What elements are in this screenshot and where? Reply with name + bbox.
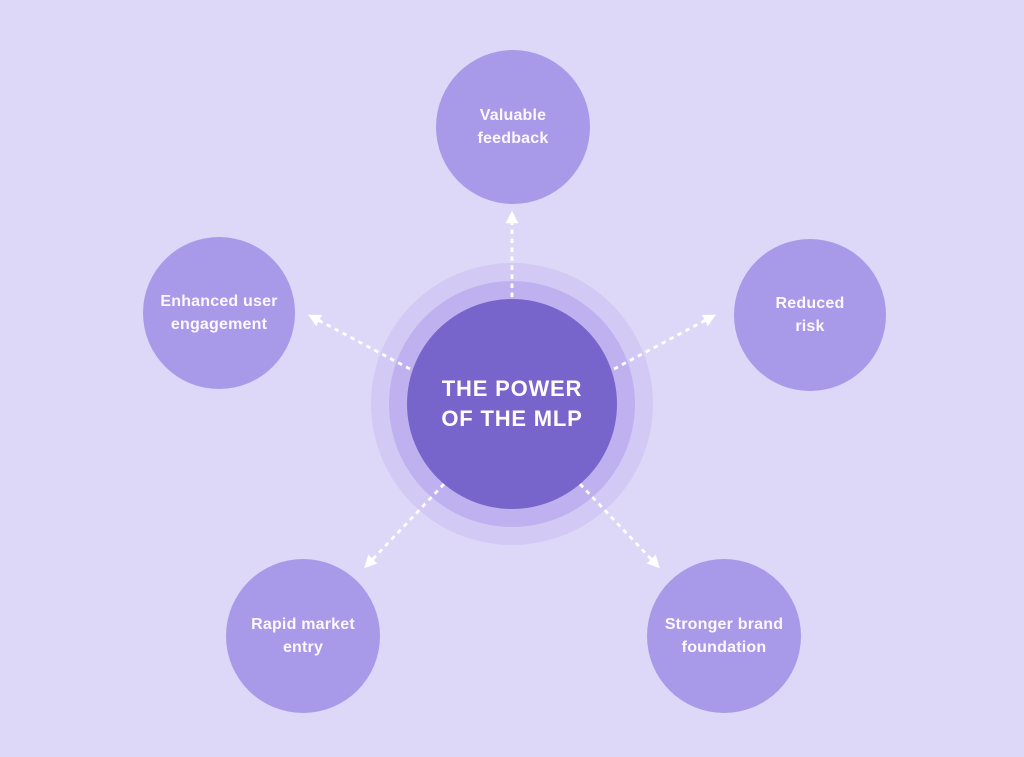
center-node: THE POWER OF THE MLP: [407, 299, 617, 509]
arrow-to-reduced-risk: [613, 314, 717, 371]
node-rapid-market-entry: Rapid market entry: [226, 559, 380, 713]
node-valuable-feedback: Valuable feedback: [436, 50, 590, 204]
node-label-line: risk: [795, 318, 825, 335]
node-label-line: foundation: [681, 639, 767, 656]
node-enhanced-user-engagement: Enhanced user engagement: [143, 237, 295, 389]
center-title: THE POWER OF THE MLP: [441, 374, 582, 434]
node-label-line: Enhanced user: [160, 293, 278, 310]
node-label-line: Rapid market: [251, 616, 355, 633]
center-title-line: THE POWER: [441, 376, 583, 401]
node-label-line: Stronger brand: [664, 616, 784, 633]
node-stronger-brand-foundation: Stronger brand foundation: [647, 559, 801, 713]
node-label-line: feedback: [477, 130, 549, 147]
arrow-to-rapid-market-entry: [364, 483, 446, 569]
node-label-line: Reduced: [775, 295, 845, 312]
node-label-line: engagement: [170, 316, 268, 333]
arrow-to-enhanced-user-engagement: [307, 314, 411, 371]
node-label-line: Valuable: [479, 107, 547, 124]
center-title-line: OF THE MLP: [441, 406, 583, 431]
node-label-line: entry: [282, 639, 324, 656]
arrow-to-stronger-brand-foundation: [578, 483, 660, 569]
node-reduced-risk: Reduced risk: [734, 239, 886, 391]
